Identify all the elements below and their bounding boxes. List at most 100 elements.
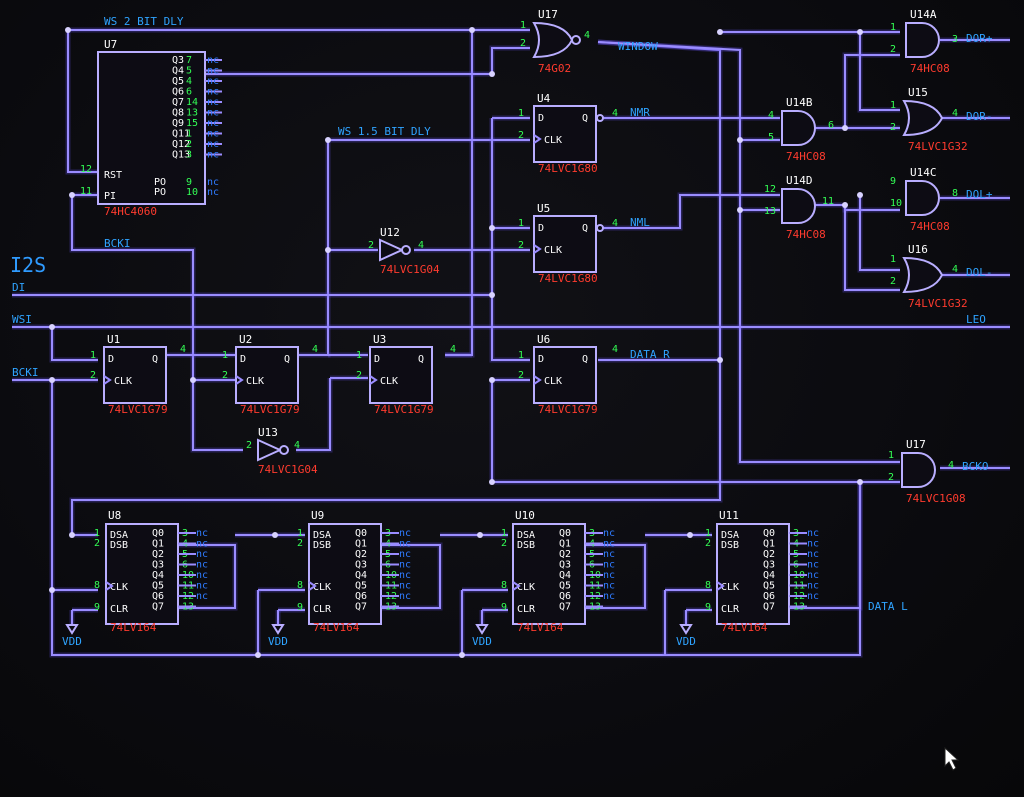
u11-pin-label-dsb: DSB — [721, 540, 739, 551]
u7-no-connect: nc — [207, 150, 219, 161]
pin-number-25: 4 — [768, 110, 774, 121]
pin-number-3: 1 — [222, 350, 228, 361]
u9-pin-number: 8 — [297, 580, 303, 591]
pin-number-37: 9 — [890, 176, 896, 187]
junction-dot — [842, 202, 848, 208]
schematic-title: I2S — [10, 253, 46, 277]
net-label-leo: LEO — [966, 313, 986, 326]
wire-4-glow — [205, 45, 530, 77]
u17a-part: 74G02 — [538, 62, 571, 75]
junction-dot — [69, 532, 75, 538]
u9-pin-label-q1: Q1 — [355, 539, 367, 550]
u7-pin-number: 10 — [186, 187, 198, 198]
u11-pin-label-q0: Q0 — [763, 528, 775, 539]
junction-dot — [717, 29, 723, 35]
vdd-u9-power-symbol — [271, 624, 285, 635]
u12-part: 74LVC1G04 — [380, 263, 440, 276]
u11-pin-number: 8 — [705, 580, 711, 591]
net-label-nmr: NMR — [630, 106, 650, 119]
u6-q-label: Q — [582, 354, 588, 365]
u11-no-connect: nc — [807, 549, 819, 560]
net-label-dol-minus: DOL- — [966, 266, 993, 279]
net-label-data-r: DATA R — [630, 348, 670, 361]
u3-q-label: Q — [418, 354, 424, 365]
u3-clk-label: CLK — [380, 376, 398, 387]
u8-no-connect: nc — [196, 560, 208, 571]
u10-pin-label-q6: Q6 — [559, 591, 571, 602]
u8-pin-label-q3: Q3 — [152, 560, 164, 571]
pin-number-7: 2 — [356, 370, 362, 381]
wire-36 — [844, 54, 900, 128]
pin-number-36: 4 — [952, 108, 958, 119]
net-label-di: DI — [12, 281, 25, 294]
pin-number-33: 3 — [952, 34, 958, 45]
pin-number-2: 4 — [180, 344, 186, 355]
u7-pin-label-q12: Q12 — [172, 139, 190, 150]
u12-ref: U12 — [380, 226, 400, 239]
u11-no-connect: nc — [807, 591, 819, 602]
u9-part: 74LV164 — [313, 621, 360, 634]
u11-pin-number: 9 — [705, 602, 711, 613]
pin-number-45: 4 — [948, 460, 954, 471]
u4-d-label: D — [538, 113, 544, 124]
junction-dot — [489, 225, 495, 231]
u14b-part: 74HC08 — [786, 150, 826, 163]
u10-pin-label-clk: CLK — [517, 582, 535, 593]
wire-21 — [51, 481, 900, 656]
u3-ref: U3 — [373, 333, 386, 346]
vdd-u10-label: VDD — [472, 635, 492, 648]
clock-input-symbol — [235, 375, 244, 385]
u9-pin-label-clk: CLK — [313, 582, 331, 593]
junction-dot — [325, 137, 331, 143]
junction-dot — [49, 324, 55, 330]
net-label-data-l: DATA L — [868, 600, 908, 613]
pin-number-16: 2 — [518, 240, 524, 251]
u10-pin-number: 1 — [501, 528, 507, 539]
u1-d-label: D — [108, 354, 114, 365]
u9-no-connect: nc — [399, 591, 411, 602]
u7-pin-number: 7 — [186, 55, 192, 66]
u9-pin-label-q5: Q5 — [355, 581, 367, 592]
u7-pin-label-q8: Q8 — [172, 108, 184, 119]
u7-pin-number: 15 — [186, 118, 198, 129]
u7-pin-label-q6: Q6 — [172, 87, 184, 98]
u11-no-connect: nc — [807, 560, 819, 571]
u10-pin-label-dsb: DSB — [517, 540, 535, 551]
u10-part: 74LV164 — [517, 621, 564, 634]
u8-chip-body — [105, 523, 179, 625]
u14d-and-gate-body — [781, 188, 816, 224]
u5-ref: U5 — [537, 202, 550, 215]
u9-pin-label-dsa: DSA — [313, 530, 331, 541]
wire-4 — [205, 47, 530, 75]
u12-inverter-body — [379, 238, 405, 262]
u11-part: 74LV164 — [721, 621, 768, 634]
u7-pin-number: 2 — [186, 139, 192, 150]
pin-number-20: 2 — [246, 440, 252, 451]
u4-q-label: Q — [582, 113, 588, 124]
u8-pin-number: 8 — [94, 580, 100, 591]
u10-no-connect: nc — [603, 581, 615, 592]
u14a-and-gate-body — [905, 22, 940, 58]
u2-part: 74LVC1G79 — [240, 403, 300, 416]
net-label-nml: NML — [630, 216, 650, 229]
u15-ref: U15 — [908, 86, 928, 99]
u7-pin-number: 9 — [186, 177, 192, 188]
pin-number-18: 2 — [368, 240, 374, 251]
pin-number-24: 4 — [584, 30, 590, 41]
u10-no-connect: nc — [603, 539, 615, 550]
u11-no-connect: nc — [807, 539, 819, 550]
clock-input-symbol — [533, 134, 542, 144]
wire-20-glow — [49, 380, 98, 593]
wire-10 — [298, 140, 329, 356]
u9-no-connect: nc — [399, 570, 411, 581]
pin-number-42: 4 — [952, 264, 958, 275]
u8-pin-number: 1 — [94, 528, 100, 539]
vdd-u11-label: VDD — [676, 635, 696, 648]
u11-pin-label-q4: Q4 — [763, 570, 775, 581]
junction-dot — [49, 377, 55, 383]
u7-no-connect: nc — [207, 108, 219, 119]
pin-number-19: 4 — [418, 240, 424, 251]
pin-number-0: 1 — [90, 350, 96, 361]
u4-chip-body — [533, 105, 597, 163]
